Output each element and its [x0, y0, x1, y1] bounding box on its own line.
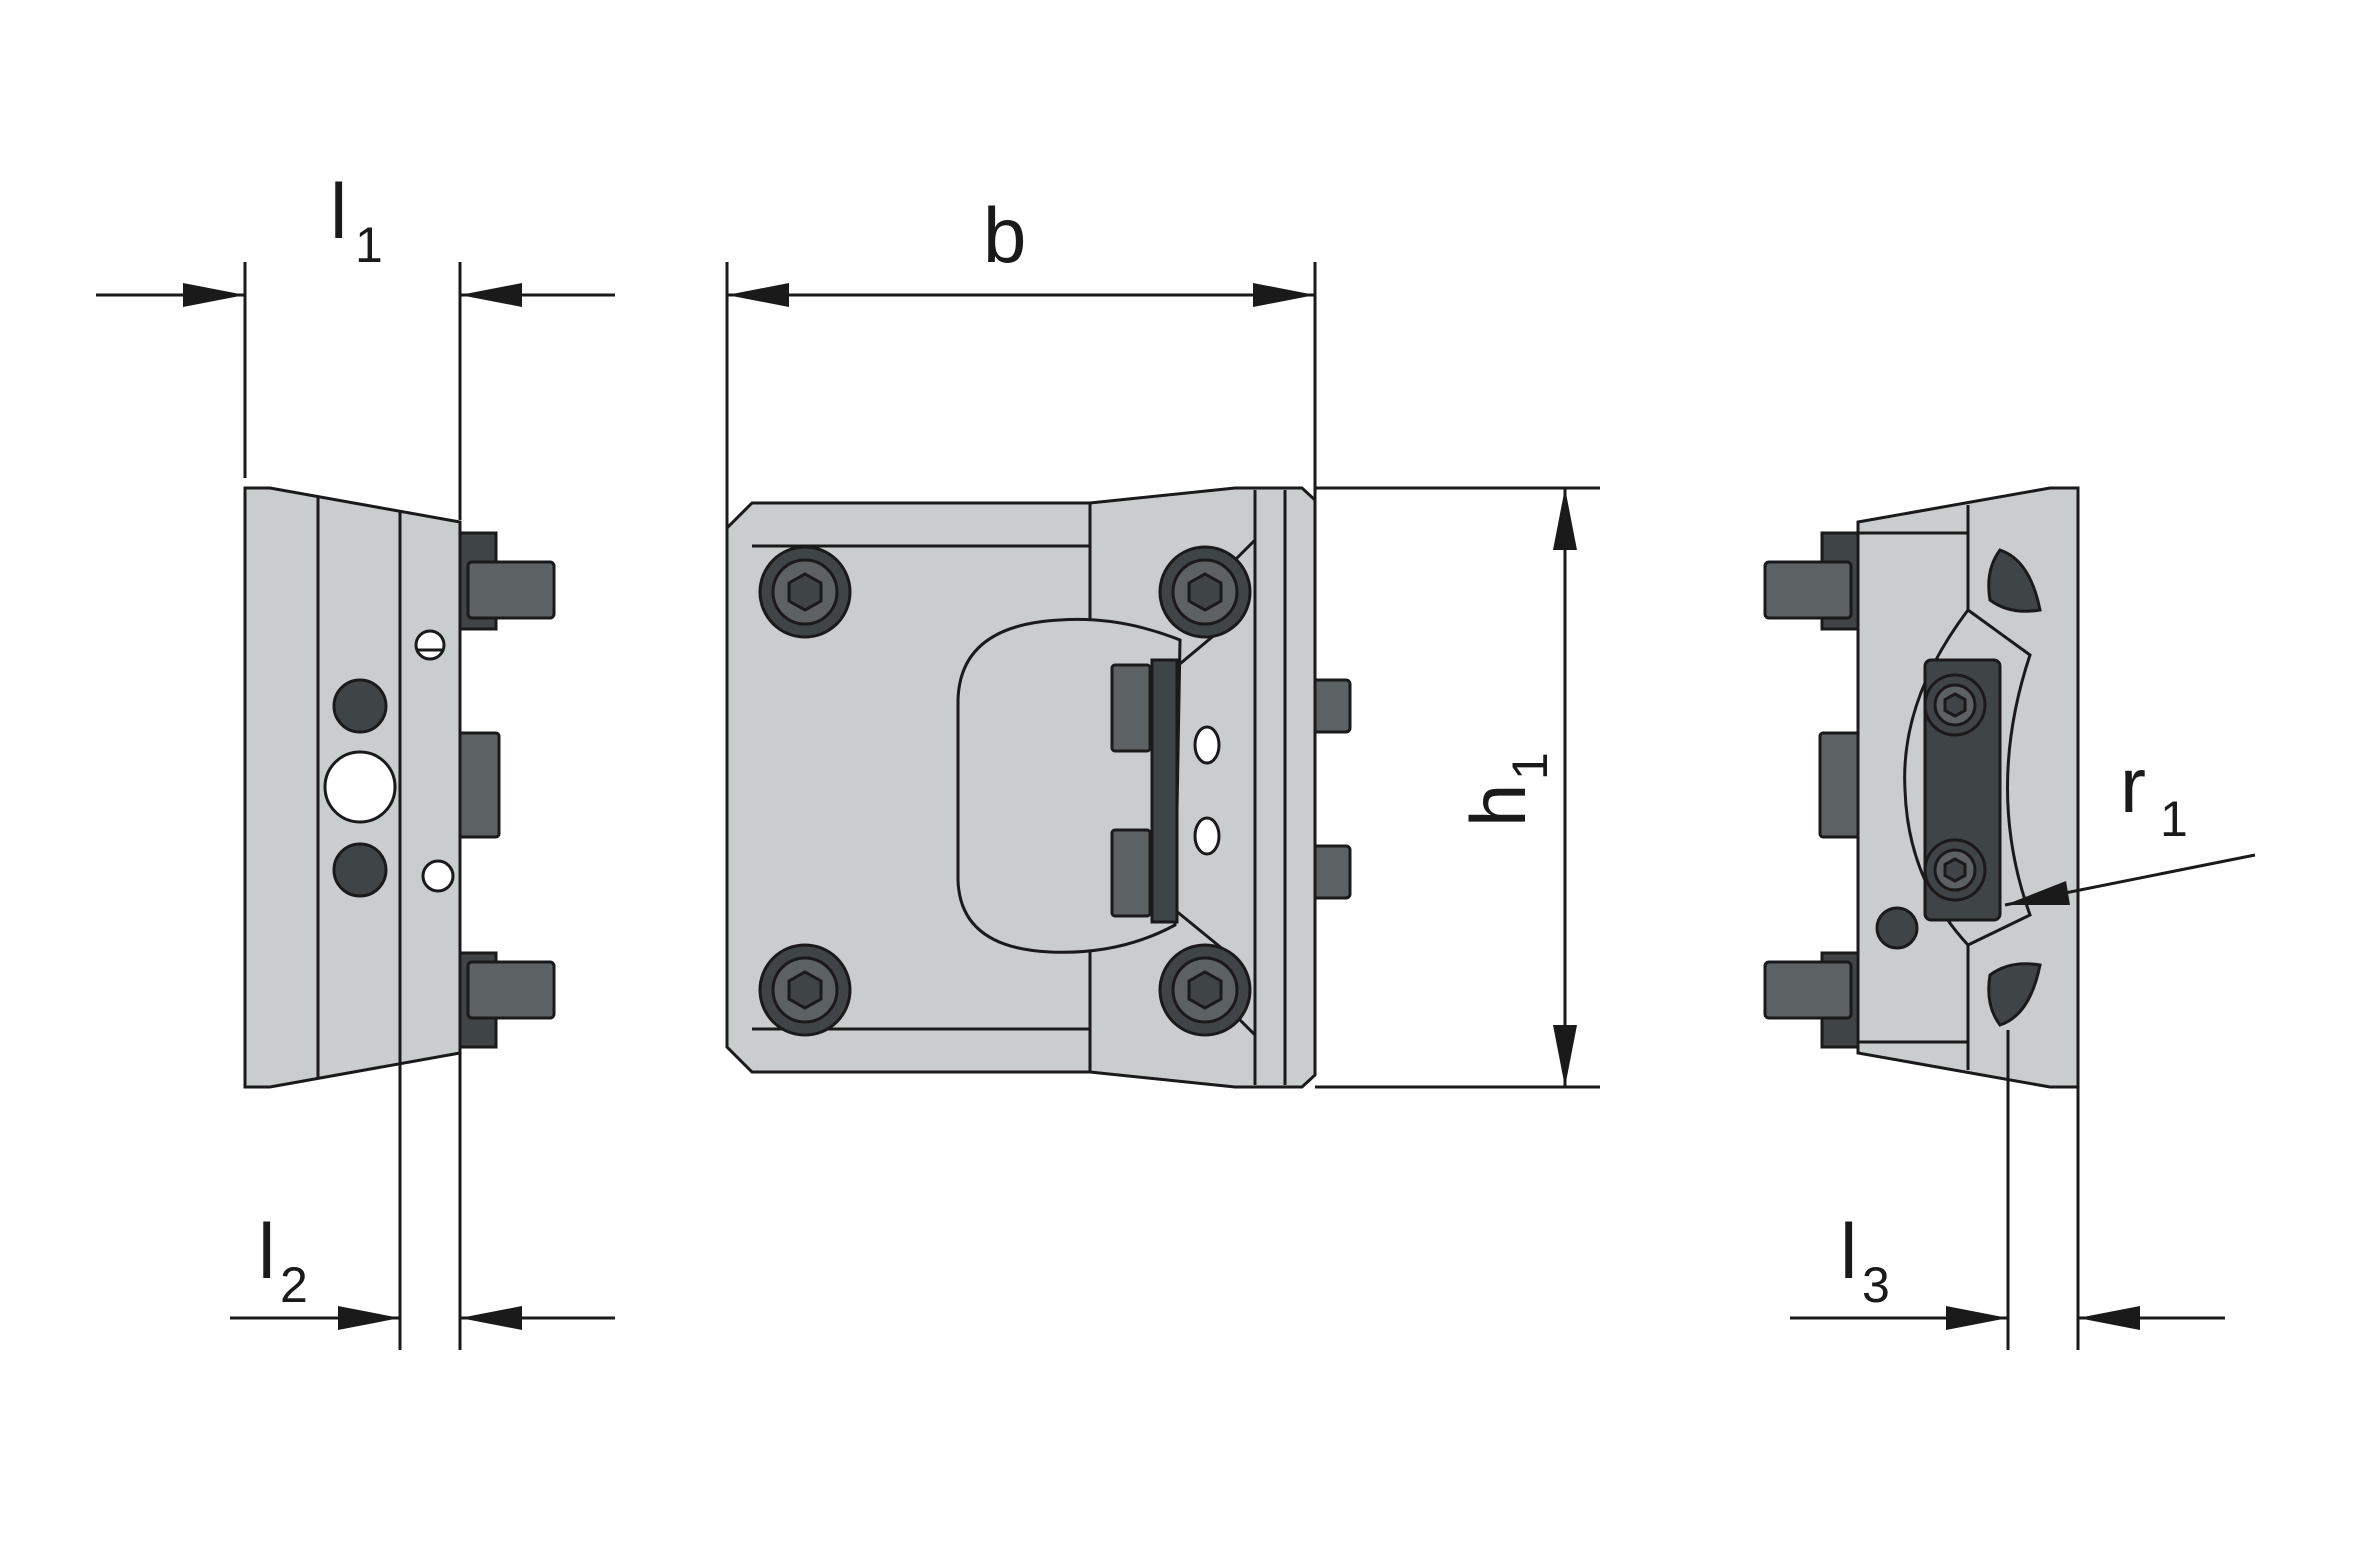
label-l3-sub: 3: [1862, 1257, 1890, 1313]
front-screw-bottom-right: [1158, 943, 1252, 1037]
right-side-view: [1763, 486, 2080, 1089]
front-screw-top-left: [758, 545, 852, 639]
front-notch-bottom: [1233, 1013, 1257, 1055]
front-view: [725, 486, 1352, 1089]
left-side-view: [243, 486, 556, 1089]
front-notch-top: [1233, 520, 1257, 562]
dimension-lines: [96, 262, 2256, 1350]
right-pin-hole: [1875, 906, 1919, 950]
h1-arrow-top: [1553, 488, 1577, 550]
dimension-labels: l 1 b h 1 r 1 l 2 l 3: [258, 167, 2188, 1313]
r1-arrow: [2005, 881, 2070, 905]
l3-arrow-right: [2078, 1306, 2140, 1330]
label-l1-sub: 1: [355, 217, 383, 273]
right-screw-lower: [1923, 838, 1987, 902]
left-bolt-upper: [466, 560, 556, 620]
label-h1-sub: 1: [1502, 752, 1558, 780]
front-jaw-plate-upper: [1110, 663, 1152, 753]
right-lens-lower: [1987, 962, 2042, 1027]
front-screw-top-right: [1158, 545, 1252, 639]
label-l1: l: [330, 167, 347, 255]
label-l3: l: [1840, 1207, 1857, 1295]
label-l2: l: [258, 1207, 275, 1295]
label-h1: h: [1454, 784, 1542, 827]
left-center-hole: [323, 750, 397, 824]
left-screw-upper: [332, 678, 388, 734]
right-bolt-upper: [1763, 560, 1853, 620]
h1-arrow-bottom: [1553, 1025, 1577, 1087]
b-arrow-right: [1253, 283, 1315, 307]
front-screw-bottom-left: [758, 943, 852, 1037]
front-jaw-plate-lower: [1110, 828, 1152, 918]
right-bolt-lower: [1763, 960, 1853, 1020]
label-l2-sub: 2: [280, 1257, 308, 1313]
right-screw-upper: [1923, 673, 1987, 737]
left-pin-hole-lower: [421, 859, 455, 893]
right-lens-upper: [1987, 548, 2042, 613]
front-pin-hole-lower: [1193, 816, 1221, 856]
l2-arrow-right: [460, 1306, 522, 1330]
l1-arrow-left: [183, 283, 245, 307]
l2-arrow-left: [338, 1306, 400, 1330]
b-arrow-left: [727, 283, 789, 307]
front-jaw-bar: [1150, 658, 1179, 924]
label-b: b: [983, 191, 1026, 279]
left-pin-hole-upper: [414, 629, 446, 661]
left-screw-lower: [332, 842, 388, 898]
front-pin-hole-upper: [1193, 725, 1221, 765]
label-r1-sub: 1: [2160, 791, 2188, 847]
l1-arrow-right: [460, 283, 522, 307]
left-bolt-lower: [466, 960, 556, 1020]
l3-arrow-left: [1946, 1306, 2008, 1330]
label-r1: r: [2120, 741, 2146, 829]
